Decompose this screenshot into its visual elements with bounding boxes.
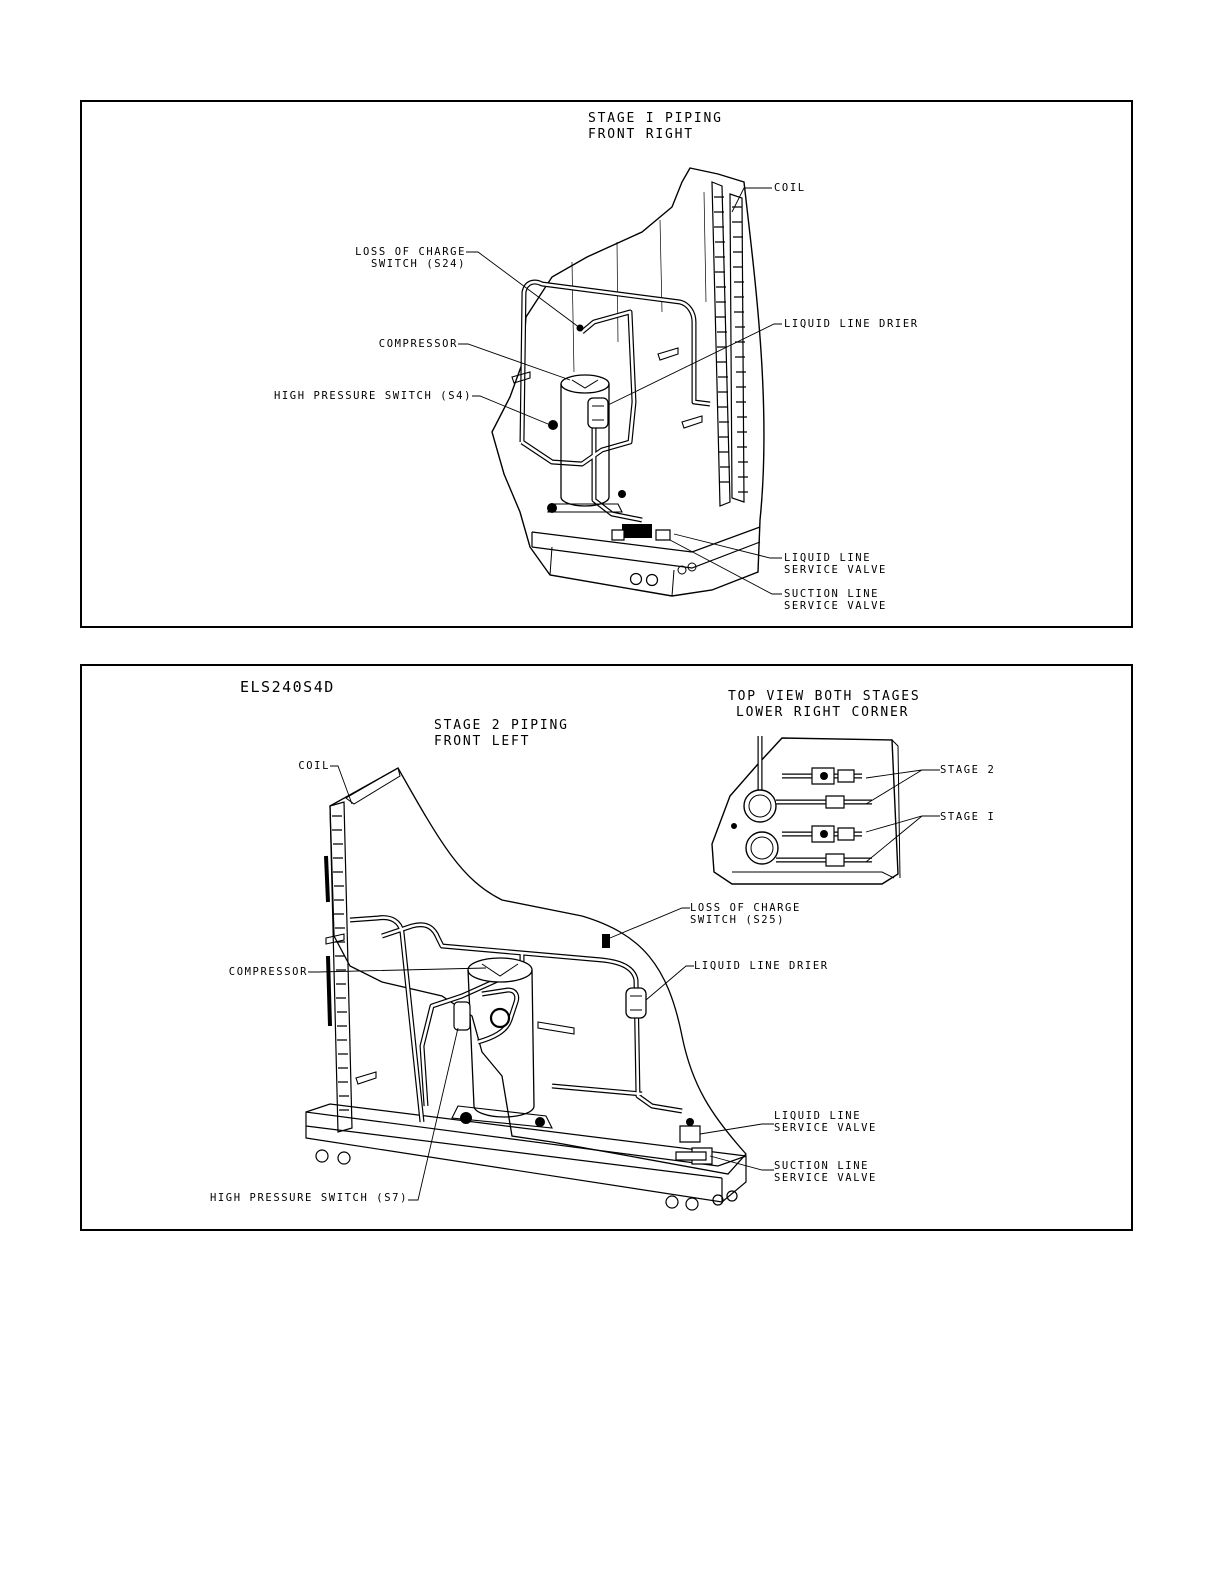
label-liquid-line-drier: LIQUID LINE DRIER: [784, 318, 919, 330]
coil-2: [330, 768, 400, 1132]
stage2-service-valves: [676, 1126, 712, 1164]
leader-high-pressure-2: [408, 1028, 458, 1200]
label-liquid-service-line2: SERVICE VALVE: [784, 564, 887, 576]
label-suction-service-2-line2: SERVICE VALVE: [774, 1172, 877, 1184]
stage1-piping-panel: STAGE I PIPING FRONT RIGHT: [80, 100, 1133, 628]
panel2-title-line1: STAGE 2 PIPING: [434, 718, 569, 733]
stage1-service-valves: [612, 524, 670, 540]
leader-loss-of-charge: [466, 252, 580, 328]
label-compressor-2: COMPRESSOR: [228, 966, 308, 978]
stage2-high-pressure-switch: [454, 1002, 470, 1030]
label-compressor: COMPRESSOR: [378, 338, 458, 350]
stage2-liquid-line-drier: [626, 988, 646, 1018]
leader-compressor-2: [308, 968, 486, 972]
inset-title-line2: LOWER RIGHT CORNER: [736, 705, 910, 720]
stage1-compressor: [547, 375, 626, 513]
label-coil: COIL: [774, 182, 806, 194]
leader-liquid-drier: [608, 324, 782, 405]
stage1-unit-drawing: [82, 102, 1131, 626]
leader-liquid-service-2: [700, 1124, 774, 1134]
stage2-unit-drawing: [82, 666, 1131, 1229]
panel1-title-line1: STAGE I PIPING: [588, 111, 723, 126]
label-coil-2: COIL: [298, 760, 330, 772]
label-loss-of-charge-2-line2: SWITCH (S25): [690, 914, 786, 926]
stage1-high-pressure-switch: [548, 420, 558, 430]
leader-suction-service: [670, 540, 782, 594]
label-stage2: STAGE 2: [940, 764, 996, 776]
cutaway-outline-2: [330, 768, 746, 1174]
leader-loss-of-charge-2: [610, 908, 690, 938]
coil-fins: [712, 182, 744, 506]
label-loss-of-charge-line1: LOSS OF CHARGE: [355, 246, 466, 258]
stage2-compressor: [452, 958, 552, 1128]
label-liquid-line-drier-2: LIQUID LINE DRIER: [694, 960, 829, 972]
model-number: ELS240S4D: [240, 678, 335, 696]
stage2-piping-panel: ELS240S4D STAGE 2 PIPING FRONT LEFT TOP …: [80, 664, 1133, 1231]
stage2-piping: [350, 918, 682, 1122]
panel1-title-line2: FRONT RIGHT: [588, 127, 694, 142]
leader-compressor: [458, 344, 570, 380]
label-liquid-service-2-line2: SERVICE VALVE: [774, 1122, 877, 1134]
inset-top-view: [712, 736, 900, 884]
leader-suction-service-2: [710, 1156, 774, 1170]
label-loss-of-charge-2-line1: LOSS OF CHARGE: [690, 902, 801, 914]
label-high-pressure-switch: HIGH PRESSURE SWITCH (S4): [273, 390, 472, 402]
stage1-liquid-line-drier: [588, 398, 608, 428]
label-loss-of-charge-line2: SWITCH (S24): [370, 258, 466, 270]
leader-liquid-drier-2: [646, 966, 694, 1000]
label-suction-service-line2: SERVICE VALVE: [784, 600, 887, 612]
label-high-pressure-switch-2: HIGH PRESSURE SWITCH (S7): [209, 1192, 408, 1204]
label-liquid-service-2-line1: LIQUID LINE: [774, 1110, 862, 1122]
stage2-loss-of-charge-switch: [602, 934, 610, 948]
label-stage1: STAGE I: [940, 811, 996, 823]
label-liquid-service-line1: LIQUID LINE: [784, 552, 872, 564]
leader-liquid-service: [674, 534, 782, 558]
leader-high-pressure: [472, 396, 548, 424]
label-suction-service-line1: SUCTION LINE: [784, 588, 880, 600]
leader-stage2: [866, 770, 940, 804]
panel2-title-line2: FRONT LEFT: [434, 734, 531, 749]
leader-stage1: [866, 816, 940, 862]
leader-coil: [732, 188, 772, 212]
inset-title-line1: TOP VIEW BOTH STAGES: [728, 689, 921, 704]
leader-coil-2: [330, 766, 352, 804]
label-suction-service-2-line1: SUCTION LINE: [774, 1160, 870, 1172]
